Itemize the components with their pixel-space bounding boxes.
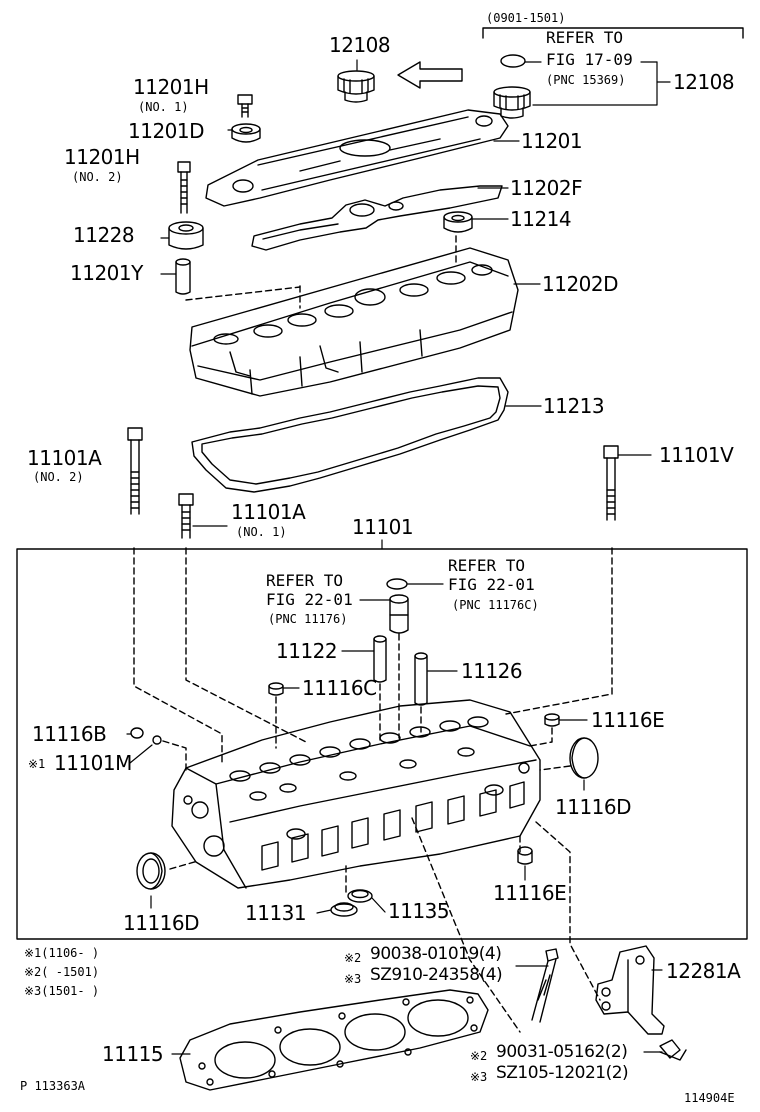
seal-11116D-right <box>569 737 599 779</box>
plug-11116B <box>130 727 144 739</box>
note-1: ※1(1106- ) <box>24 946 100 960</box>
grommet-11201D <box>231 123 261 143</box>
injector-sleeve-11176 <box>389 594 409 634</box>
cylinder-head-body <box>171 699 541 889</box>
refer-right-line3: (PNC 11176C) <box>452 598 539 612</box>
label-12108-right: 12108 <box>673 70 735 94</box>
ball-11101M <box>152 735 162 745</box>
label-11201: 11201 <box>521 129 583 153</box>
guide-11122 <box>373 635 387 683</box>
note-3: ※3(1501- ) <box>24 984 100 998</box>
oil-filler-cap-right <box>493 86 531 119</box>
refer-right-line2: FIG 22-01 <box>448 575 535 594</box>
seal-11135 <box>347 889 373 903</box>
guide-11126 <box>414 652 428 706</box>
label-12108-left: 12108 <box>329 33 391 57</box>
label-11214: 11214 <box>510 207 572 231</box>
label-11116E-top: 11116E <box>591 708 665 732</box>
bolt-lower-mark2: ※3 <box>470 1070 488 1084</box>
refer-top-line2: FIG 17-09 <box>546 50 633 69</box>
label-11201D: 11201D <box>128 119 205 143</box>
bolt-11101V <box>603 445 619 521</box>
refer-left-line2: FIG 22-01 <box>266 590 353 609</box>
label-11131: 11131 <box>245 901 307 925</box>
bolt-upper-mark2: ※3 <box>344 972 362 986</box>
label-11201H-no2: 11201H <box>64 145 140 169</box>
refer-bracket <box>482 27 744 39</box>
gasket-11202F <box>251 185 503 251</box>
bolt-upper-part1: 90038-01019(4) <box>370 944 502 964</box>
plug-11116C <box>268 682 284 696</box>
bolt-11101A-no1 <box>178 493 194 539</box>
o-ring-11176C <box>386 578 408 590</box>
bolt-lower-mark1: ※2 <box>470 1049 488 1063</box>
label-11101A-no1: 11101A <box>231 500 306 524</box>
dashed-guides <box>133 235 613 1033</box>
label-11101M: 11101M <box>54 751 132 775</box>
bolt-lower-part2: SZ105-12021(2) <box>496 1063 629 1083</box>
label-11116E-bottom: 11116E <box>493 881 567 905</box>
plug-11116E-bottom <box>517 846 533 865</box>
label-11201Y: 11201Y <box>70 261 143 285</box>
seal-11116D-left <box>136 852 166 890</box>
date-range: (0901-1501) <box>486 11 566 25</box>
label-11202D: 11202D <box>542 272 619 296</box>
footer-right-code: 114904E <box>684 1091 735 1105</box>
label-11101M-mark: ※1 <box>28 757 46 771</box>
label-11101V: 11101V <box>659 443 734 467</box>
gasket-11213 <box>191 377 509 493</box>
label-11101A-no2-sub: (NO. 2) <box>33 470 84 484</box>
label-11213: 11213 <box>543 394 605 418</box>
label-11201H-no1-sub: (NO. 1) <box>138 100 189 114</box>
label-11116B: 11116B <box>32 722 107 746</box>
engine-cover-11201 <box>205 109 509 207</box>
label-11115: 11115 <box>102 1042 164 1066</box>
refer-left-line3: (PNC 11176) <box>268 612 348 626</box>
bolt-90038 <box>531 948 559 1023</box>
plug-11116E-top <box>544 713 560 727</box>
bracket-12281A <box>595 945 665 1035</box>
label-11116D-left: 11116D <box>123 911 200 935</box>
bolt-lower-part1: 90031-05162(2) <box>496 1042 628 1062</box>
label-11201H-no2-sub: (NO. 2) <box>72 170 123 184</box>
refer-right-line1: REFER TO <box>448 556 526 575</box>
label-12281A: 12281A <box>666 959 741 983</box>
label-11202F: 11202F <box>510 176 583 200</box>
bolt-11201H-no2 <box>177 161 191 214</box>
note-2: ※2( -1501) <box>24 965 100 979</box>
collar-11201Y <box>175 258 191 295</box>
label-11201H-no1: 11201H <box>133 75 209 99</box>
refer-top-line1: REFER TO <box>546 28 624 47</box>
label-11122: 11122 <box>276 639 338 663</box>
label-11101A-no1-sub: (NO. 1) <box>236 525 287 539</box>
spacer-11228 <box>168 221 204 250</box>
footer-left-code: P 113363A <box>20 1079 86 1093</box>
bolt-11101A-no2 <box>127 427 143 515</box>
bolt-11201H-no1 <box>237 94 253 118</box>
label-11135: 11135 <box>388 899 450 923</box>
label-11101A-no2: 11101A <box>27 446 102 470</box>
label-11126: 11126 <box>461 659 523 683</box>
valve-cover-11202D <box>189 247 519 397</box>
seal-11131 <box>330 902 358 917</box>
refer-left-line1: REFER TO <box>266 571 344 590</box>
label-11116C: 11116C <box>302 676 377 700</box>
label-11116D-right: 11116D <box>555 795 632 819</box>
head-gasket-11115 <box>179 989 489 1091</box>
leader-lines <box>126 59 671 1055</box>
label-11101: 11101 <box>352 515 414 539</box>
grommet-11214 <box>443 211 473 233</box>
bolt-upper-part2: SZ910-24358(4) <box>370 965 503 985</box>
oil-filler-cap-left <box>337 70 375 103</box>
direction-arrow <box>397 61 463 89</box>
bolt-90031 <box>659 1039 687 1061</box>
refer-top-line3: (PNC 15369) <box>546 73 626 87</box>
bolt-upper-mark1: ※2 <box>344 951 362 965</box>
label-11228: 11228 <box>73 223 135 247</box>
o-ring-top <box>500 54 526 68</box>
